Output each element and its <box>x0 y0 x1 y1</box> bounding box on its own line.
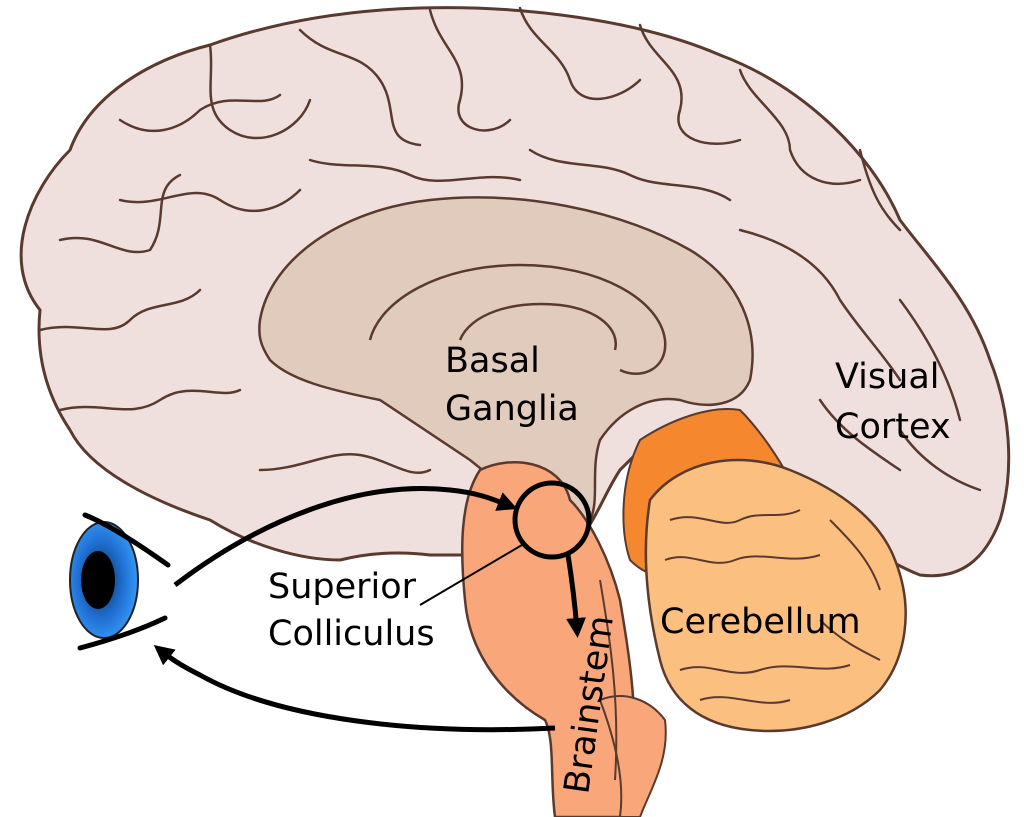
arrow-eye-to-colliculus <box>173 485 518 587</box>
cerebellum-folds <box>664 509 881 704</box>
inner-limbic-region <box>258 196 754 526</box>
superior-colliculus-label: Superior Colliculus <box>268 567 435 654</box>
cerebellum-label: Cerebellum <box>660 602 861 642</box>
visual-cortex-label: Visual Cortex <box>835 357 951 447</box>
arrow-colliculus-to-brainstem <box>565 554 587 638</box>
inner-fold-1 <box>368 263 667 375</box>
eye-icon <box>69 512 171 651</box>
basal-ganglia-label: Basal Ganglia <box>445 341 579 429</box>
cerebellum <box>644 458 907 733</box>
arrow-brainstem-to-eye <box>153 645 556 733</box>
colliculus-pointer <box>419 544 523 606</box>
brainstem-groove <box>599 579 618 781</box>
inner-fold-2 <box>458 302 617 351</box>
superior-colliculus-circle <box>512 480 592 560</box>
cortex-folds <box>38 6 982 492</box>
